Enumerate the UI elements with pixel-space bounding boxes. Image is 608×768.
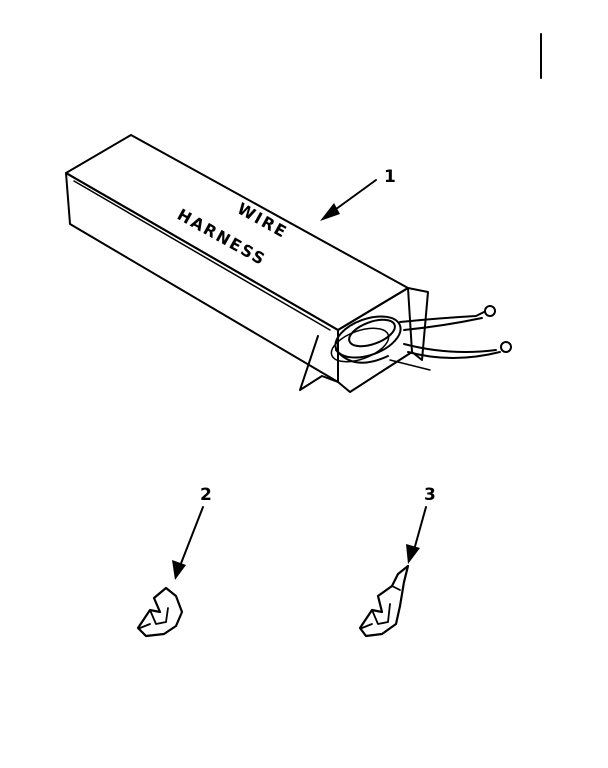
terminal-connector-icon <box>136 586 184 638</box>
callout-1: 1 <box>384 167 396 187</box>
callout-2: 2 <box>200 485 212 505</box>
callout-3-arrow <box>413 506 427 551</box>
callout-2-arrowhead <box>172 560 186 580</box>
wire-harness-box-icon <box>65 134 512 393</box>
callout-3: 3 <box>424 485 436 505</box>
callout-1-arrowhead <box>320 203 340 221</box>
callout-3-arrowhead <box>406 544 420 564</box>
box-label-line1: WIRE <box>234 199 291 242</box>
callout-1-arrow <box>331 179 377 213</box>
terminal-connector-icon <box>358 564 410 638</box>
callout-2-arrow <box>179 506 204 567</box>
